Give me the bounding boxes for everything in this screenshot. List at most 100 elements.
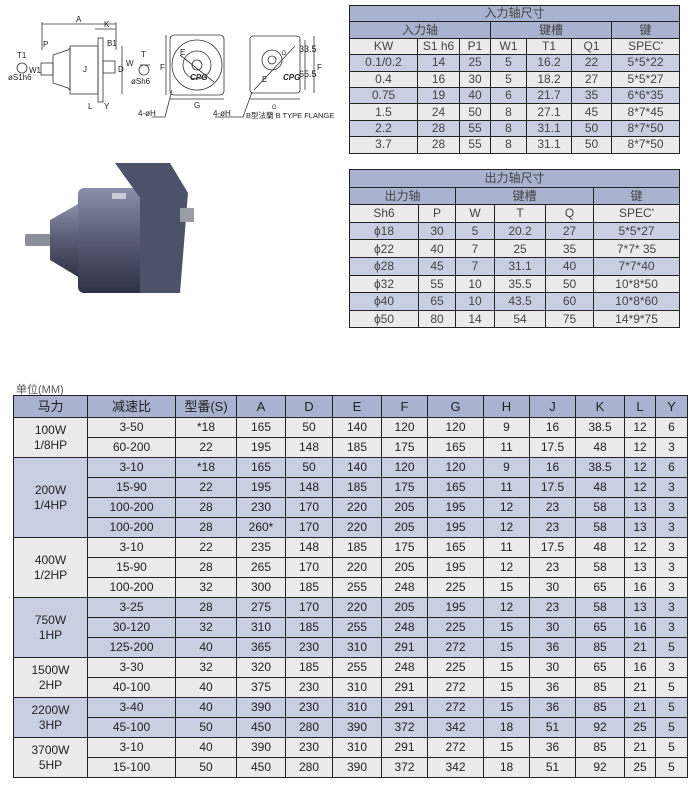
table-cell: 40 — [175, 637, 237, 658]
table-cell: 18 — [483, 717, 530, 738]
dim-label: D — [282, 51, 287, 57]
table-cell: 148 — [285, 477, 333, 498]
table-cell: 185 — [285, 657, 333, 678]
table-cell: 10 — [455, 292, 495, 311]
table-cell: 50 — [175, 717, 237, 738]
table-cell: 85 — [575, 677, 625, 698]
dim-label: E — [180, 48, 185, 57]
dim-label: T1 — [17, 51, 27, 60]
table-cell: 3-40 — [87, 697, 176, 718]
table-cell: 3-10 — [87, 457, 176, 478]
table-cell: 185 — [332, 537, 382, 558]
table-cell: 175 — [381, 437, 428, 458]
table-cell: 19 — [417, 86, 460, 105]
table-cell: 40 — [175, 697, 237, 718]
table-cell: 75 — [545, 309, 594, 329]
table-cell: 0.1/0.2 — [349, 54, 418, 72]
column-header: F — [381, 395, 428, 418]
table-cell: 30 — [459, 70, 491, 88]
dim-label: A — [76, 15, 82, 24]
table-cell: 12 — [624, 417, 656, 438]
table-cell: 40-100 — [87, 677, 176, 698]
table-cell: 272 — [427, 637, 484, 658]
column-header: T — [494, 204, 546, 223]
table-cell: 21 — [624, 677, 656, 698]
table-cell: 450 — [236, 757, 286, 778]
table-cell: 9 — [483, 417, 530, 438]
table-cell: 25 — [624, 757, 656, 778]
table-cell: 205 — [381, 557, 428, 578]
column-header: P1 — [459, 37, 491, 56]
table-cell: 16 — [624, 577, 656, 598]
table-cell: 195 — [427, 557, 484, 578]
table-cell: 50 — [175, 757, 237, 778]
column-header: L — [624, 395, 656, 418]
table-cell: 3 — [655, 617, 688, 638]
table-cell: 125-200 — [87, 637, 176, 658]
table-cell: 9 — [483, 457, 530, 478]
table-cell: 12 — [483, 557, 530, 578]
table-cell: 365 — [236, 637, 286, 658]
table-cell: 12 — [624, 457, 656, 478]
power-hp: 3HP — [38, 717, 63, 732]
table-cell: 15 — [483, 677, 530, 698]
column-header: SPEC' — [592, 204, 681, 223]
table-cell: 25 — [459, 54, 491, 72]
table-cell: 185 — [285, 577, 333, 598]
table-cell: 5*5*27 — [610, 70, 681, 88]
table-cell: 28 — [175, 517, 237, 538]
table-cell: 17.5 — [529, 437, 576, 458]
table-cell: 140 — [332, 417, 382, 438]
table-cell: 21 — [624, 697, 656, 718]
table-cell: 55 — [459, 136, 491, 154]
table-cell: 255 — [332, 657, 382, 678]
table-cell: 50 — [285, 457, 333, 478]
column-header: Q — [545, 204, 594, 223]
table-cell: 12 — [624, 537, 656, 558]
table-cell: 310 — [332, 737, 382, 758]
table-cell: 28 — [417, 119, 460, 138]
table-cell: 5*5*27 — [592, 221, 681, 241]
table-cell: 7 — [455, 256, 495, 276]
dim-label: D — [118, 65, 124, 74]
table-cell: 28 — [175, 497, 237, 518]
power-watts: 400W — [34, 552, 67, 567]
table-cell: 120 — [427, 417, 484, 438]
table-cell: 21.7 — [526, 86, 572, 105]
column-header: D — [285, 395, 333, 418]
table-cell: 230 — [285, 697, 333, 718]
table-cell: 51 — [529, 717, 576, 738]
dim-label: P — [43, 40, 48, 49]
table-cell: 5 — [490, 70, 527, 88]
table-cell: 5 — [655, 677, 688, 698]
table-cell: 65 — [575, 577, 625, 598]
table-cell: 6 — [655, 457, 688, 478]
table-title: 出力轴尺寸 — [348, 169, 681, 188]
table-cell: 165 — [427, 477, 484, 498]
table-cell: 13 — [624, 557, 656, 578]
table-cell: 22 — [175, 537, 237, 558]
table-cell: 21 — [624, 737, 656, 758]
table-cell: 7 — [455, 239, 495, 258]
dim-label: 4-øH — [213, 109, 231, 118]
table-cell: 85 — [575, 697, 625, 718]
column-header: A — [236, 395, 286, 418]
table-cell: 40 — [418, 239, 456, 258]
dim-label: E — [262, 75, 267, 84]
group-header: 入力轴 — [349, 21, 491, 39]
table-cell: 272 — [427, 697, 484, 718]
table-cell: 390 — [332, 717, 382, 738]
table-cell: 170 — [285, 517, 333, 538]
table-cell: 38.5 — [575, 457, 625, 478]
table-cell: 58 — [575, 497, 625, 518]
table-cell: 92 — [575, 757, 625, 778]
table-cell: 0.75 — [349, 86, 418, 105]
